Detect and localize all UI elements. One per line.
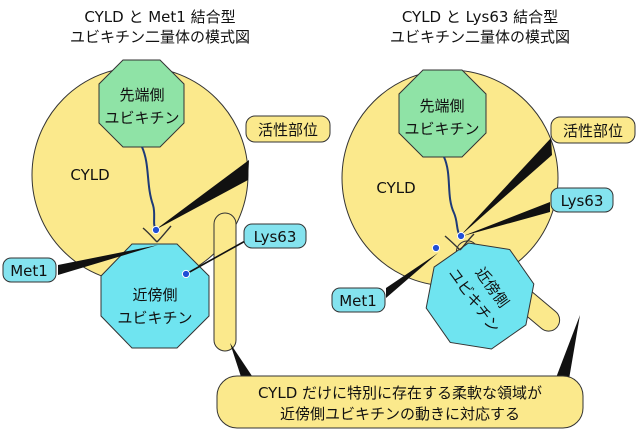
met1-point [151, 225, 161, 235]
proximal-ubiquitin [100, 243, 210, 349]
lys63-label: Lys63 [561, 192, 604, 210]
note-pointer-right [554, 315, 580, 385]
panel-title-line1: CYLD と Lys63 結合型 [402, 8, 558, 26]
distal-ubiquitin [98, 59, 185, 148]
panel-title-line2: ユビキチン二量体の模式図 [70, 28, 250, 46]
met1-label: Met1 [339, 292, 377, 310]
lys63-label-box [550, 187, 614, 213]
panel-title-line2: ユビキチン二量体の模式図 [390, 28, 570, 46]
linker-chain [443, 156, 461, 237]
cyld-label: CYLD [376, 179, 415, 197]
active-site-notch [444, 233, 475, 251]
distal-ubiquitin [398, 69, 487, 158]
panel-met1: CYLD と Met1 結合型 ユビキチン二量体の模式図 CYLD 先端側 ユビ… [2, 8, 331, 352]
flexible-region-note: CYLD だけに特別に存在する柔軟な領域が 近傍側ユビキチンの動きに対応する [216, 315, 584, 429]
proximal-ubiquitin-group [425, 242, 535, 350]
met1-pointer [386, 253, 438, 298]
note-line1: CYLD だけに特別に存在する柔軟な領域が [258, 384, 542, 402]
note-pointer-left [230, 343, 258, 386]
active-site-pointer [155, 160, 249, 230]
flexible-region [213, 212, 237, 352]
lys63-pointer [185, 239, 248, 275]
active-site-notch [142, 225, 172, 243]
lys63-label-box [243, 223, 307, 249]
proximal-ubiquitin [425, 242, 535, 350]
distal-ubiquitin-line1: 先端側 [419, 97, 464, 115]
note-box [216, 375, 584, 429]
met1-label-box [331, 287, 386, 313]
linker-chain [141, 146, 157, 231]
panel-lys63: CYLD と Lys63 結合型 ユビキチン二量体の模式図 CYLD 先端側 ユ… [331, 8, 636, 350]
met1-point [431, 243, 441, 253]
active-site-label: 活性部位 [258, 121, 318, 139]
lys63-label: Lys63 [254, 228, 297, 246]
lys63-point [456, 231, 466, 241]
panel-title-line1: CYLD と Met1 結合型 [84, 8, 235, 26]
active-site-pointer [460, 138, 552, 236]
distal-ubiquitin-line2: ユビキチン [404, 120, 479, 138]
met1-label: Met1 [10, 262, 48, 280]
proximal-ubiquitin-line1: 近傍側 [132, 286, 177, 304]
met1-label-box [2, 257, 57, 283]
proximal-ubiquitin-line2: ユビキチン [117, 309, 192, 327]
met1-pointer [58, 245, 158, 275]
active-site-label-box [550, 116, 636, 144]
lys63-pointer [463, 202, 550, 236]
lys63-point [181, 269, 191, 279]
note-line2: 近傍側ユビキチンの動きに対応する [280, 405, 520, 423]
active-site-label: 活性部位 [563, 122, 623, 140]
cyld-label: CYLD [70, 166, 109, 184]
active-site-label-box [245, 115, 331, 143]
distal-ubiquitin-line1: 先端側 [119, 86, 164, 104]
distal-ubiquitin-line2: ユビキチン [104, 109, 179, 127]
